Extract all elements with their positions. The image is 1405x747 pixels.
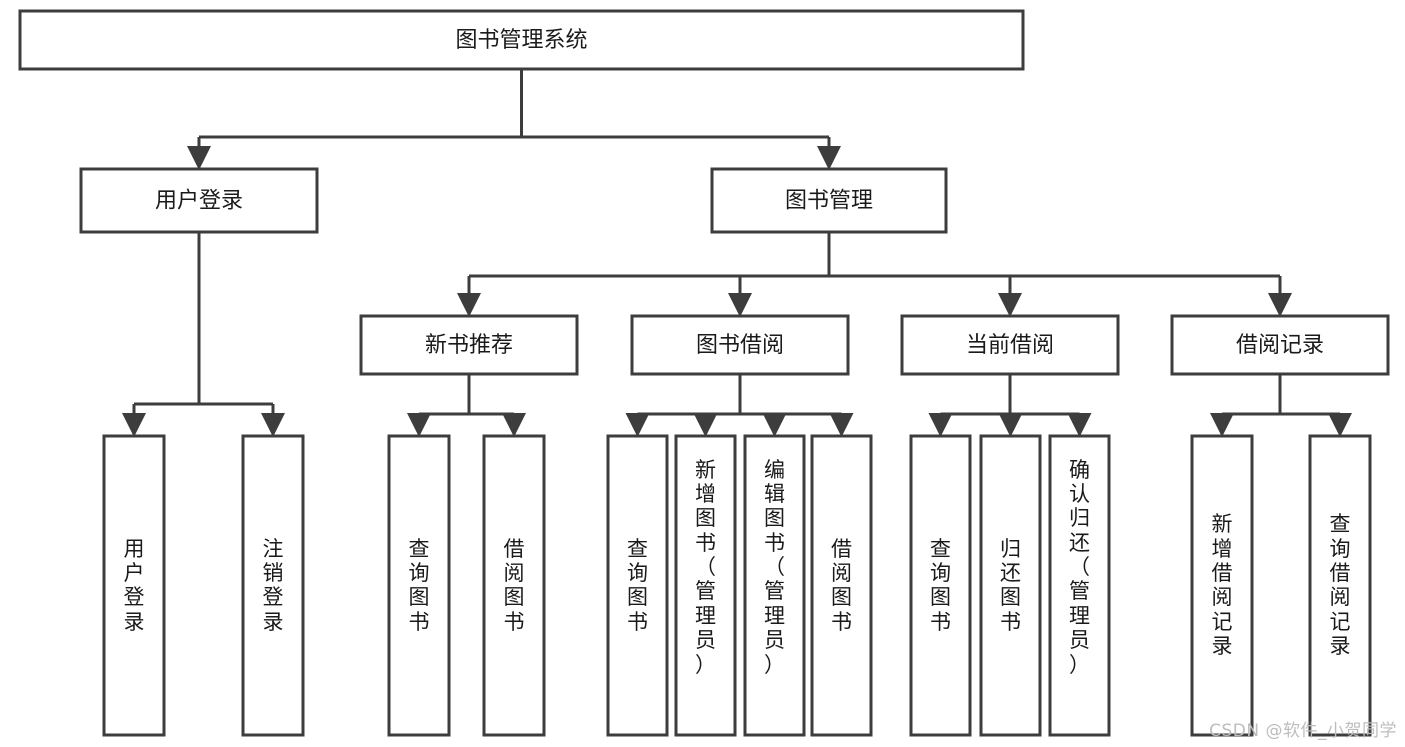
node-borrow-record[interactable]: 借阅记录: [1170, 314, 1390, 376]
node-box-leaf-user-logout: [241, 434, 305, 737]
node-box-user-login: [79, 167, 319, 234]
csdn-watermark: CSDN @软件_小贺同学: [1209, 721, 1397, 741]
node-leaf-user-logout[interactable]: [241, 434, 305, 737]
node-book-borrow[interactable]: 图书借阅: [630, 314, 850, 376]
node-box-leaf-user-login: [102, 434, 166, 737]
node-label-root: 图书管理系统: [455, 28, 587, 53]
node-leaf-confirm-return[interactable]: [1048, 434, 1111, 737]
node-label-new-book-rec: 新书推荐: [425, 333, 513, 358]
node-box-book-borrow: [630, 314, 850, 376]
node-leaf-user-login[interactable]: [102, 434, 166, 737]
node-box-leaf-query-book-3: [909, 434, 972, 737]
node-label-book-manage: 图书管理: [785, 189, 873, 214]
node-leaf-borrow-book-2[interactable]: [810, 434, 873, 737]
node-box-root: [18, 9, 1025, 71]
node-box-leaf-return-book: [979, 434, 1042, 737]
node-leaf-edit-book[interactable]: [743, 434, 806, 737]
node-box-leaf-query-book-2: [606, 434, 669, 737]
node-box-book-manage: [710, 167, 948, 234]
node-box-leaf-edit-book: [743, 434, 806, 737]
node-current-borrow[interactable]: 当前借阅: [900, 314, 1120, 376]
node-box-leaf-confirm-return: [1048, 434, 1111, 737]
node-box-borrow-record: [1170, 314, 1390, 376]
node-leaf-query-book-2[interactable]: [606, 434, 669, 737]
node-leaf-query-book-1[interactable]: [387, 434, 451, 737]
connector-layer: [122, 69, 1352, 437]
node-box-current-borrow: [900, 314, 1120, 376]
node-leaf-add-record[interactable]: [1190, 434, 1254, 737]
node-leaf-return-book[interactable]: [979, 434, 1042, 737]
node-user-login[interactable]: 用户登录: [79, 167, 319, 234]
node-new-book-rec[interactable]: 新书推荐: [359, 314, 579, 376]
node-box-leaf-add-record: [1190, 434, 1254, 737]
node-label-borrow-record: 借阅记录: [1236, 333, 1324, 358]
node-label-user-login: 用户登录: [155, 189, 243, 214]
node-leaf-borrow-book-1[interactable]: [482, 434, 546, 737]
node-leaf-add-book[interactable]: [674, 434, 737, 737]
node-leaf-query-book-3[interactable]: [909, 434, 972, 737]
node-leaf-query-record[interactable]: [1308, 434, 1372, 737]
node-box-leaf-query-record: [1308, 434, 1372, 737]
node-box-leaf-add-book: [674, 434, 737, 737]
node-box-new-book-rec: [359, 314, 579, 376]
node-box-leaf-query-book-1: [387, 434, 451, 737]
node-book-manage[interactable]: 图书管理: [710, 167, 948, 234]
node-root[interactable]: 图书管理系统: [18, 9, 1025, 71]
node-box-leaf-borrow-book-2: [810, 434, 873, 737]
node-box-leaf-borrow-book-1: [482, 434, 546, 737]
node-label-book-borrow: 图书借阅: [696, 333, 784, 358]
node-label-current-borrow: 当前借阅: [966, 333, 1054, 358]
